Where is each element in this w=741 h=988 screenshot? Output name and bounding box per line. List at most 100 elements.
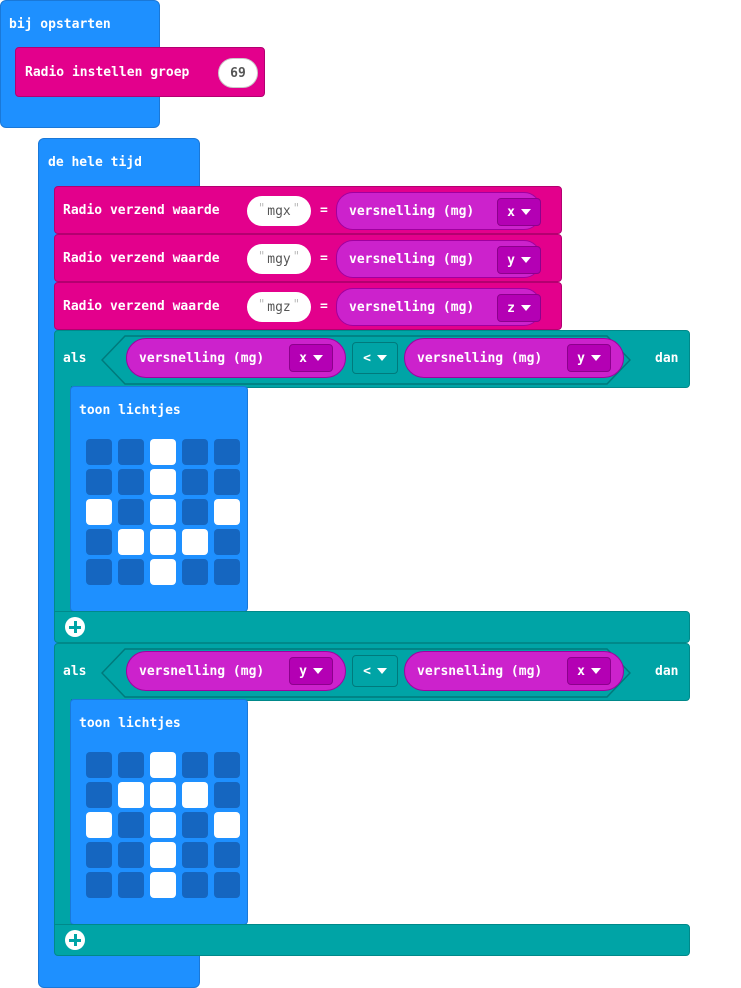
led-cell[interactable] [86,872,112,898]
equals-sign: = [320,203,328,218]
if-block-footer[interactable] [54,924,690,956]
send-name-input[interactable]: "mgx" [247,196,311,226]
led-cell[interactable] [118,439,144,465]
led-cell[interactable] [150,782,176,808]
led-cell[interactable] [182,812,208,838]
acceleration-reporter-left[interactable]: versnelling (mg) y [126,651,346,691]
led-cell[interactable] [150,842,176,868]
show-leds-block[interactable]: toon lichtjes [70,699,248,925]
acceleration-label: versnelling (mg) [139,350,265,366]
acceleration-reporter[interactable]: versnelling (mg) y [336,240,541,278]
led-cell[interactable] [214,529,240,555]
led-cell[interactable] [86,529,112,555]
operator-dropdown[interactable]: < [352,342,398,374]
axis-dropdown[interactable]: y [497,246,541,274]
led-cell[interactable] [182,439,208,465]
led-cell[interactable] [86,812,112,838]
operator-dropdown[interactable]: < [352,655,398,687]
axis-dropdown[interactable]: x [497,198,541,226]
send-name-text: mgz [267,299,291,315]
acceleration-label: versnelling (mg) [349,251,475,267]
led-cell[interactable] [214,439,240,465]
if-label: als [63,351,87,366]
plus-circle-icon[interactable] [65,930,85,950]
led-grid[interactable] [86,752,242,908]
led-cell[interactable] [182,469,208,495]
led-cell[interactable] [182,752,208,778]
led-cell[interactable] [150,752,176,778]
axis-value: y [507,252,515,268]
acceleration-reporter-left[interactable]: versnelling (mg) x [126,338,346,378]
led-cell[interactable] [118,469,144,495]
led-cell[interactable] [118,499,144,525]
led-cell[interactable] [182,842,208,868]
plus-circle-icon[interactable] [65,617,85,637]
axis-dropdown[interactable]: x [567,657,611,685]
led-cell[interactable] [118,529,144,555]
axis-value: x [577,663,585,679]
led-cell[interactable] [86,842,112,868]
radio-send-value-block[interactable]: Radio verzend waarde "mgz" = versnelling… [54,282,562,330]
led-cell[interactable] [182,782,208,808]
forever-label: de hele tijd [48,155,142,170]
led-cell[interactable] [214,812,240,838]
led-cell[interactable] [118,812,144,838]
led-cell[interactable] [150,559,176,585]
axis-dropdown[interactable]: y [289,657,333,685]
led-cell[interactable] [182,529,208,555]
if-block-footer[interactable] [54,611,690,643]
led-cell[interactable] [150,872,176,898]
led-cell[interactable] [118,559,144,585]
axis-value: x [507,204,515,220]
acceleration-reporter-right[interactable]: versnelling (mg) y [404,338,624,378]
radio-send-value-block[interactable]: Radio verzend waarde "mgy" = versnelling… [54,234,562,282]
led-cell[interactable] [118,872,144,898]
led-grid[interactable] [86,439,242,595]
send-name-input[interactable]: "mgz" [247,292,311,322]
acceleration-reporter-right[interactable]: versnelling (mg) x [404,651,624,691]
led-cell[interactable] [86,559,112,585]
radio-group-number-input[interactable]: 69 [218,58,258,88]
axis-dropdown[interactable]: y [567,344,611,372]
acceleration-reporter[interactable]: versnelling (mg) z [336,288,541,326]
quote-open: " [258,249,266,263]
led-cell[interactable] [182,872,208,898]
triangle-down-icon [312,668,323,674]
led-cell[interactable] [150,812,176,838]
acceleration-label: versnelling (mg) [139,663,265,679]
axis-dropdown[interactable]: x [289,344,333,372]
led-cell[interactable] [118,752,144,778]
led-cell[interactable] [214,559,240,585]
acceleration-label: versnelling (mg) [349,203,475,219]
led-cell[interactable] [214,842,240,868]
led-cell[interactable] [150,499,176,525]
led-cell[interactable] [182,499,208,525]
acceleration-label: versnelling (mg) [417,663,543,679]
led-cell[interactable] [214,499,240,525]
led-cell[interactable] [150,529,176,555]
axis-value: z [507,300,515,316]
axis-dropdown[interactable]: z [497,294,541,322]
led-cell[interactable] [118,842,144,868]
send-name-input[interactable]: "mgy" [247,244,311,274]
led-cell[interactable] [214,872,240,898]
show-leds-block[interactable]: toon lichtjes [70,386,248,612]
led-cell[interactable] [214,782,240,808]
led-cell[interactable] [118,782,144,808]
led-cell[interactable] [150,469,176,495]
then-label: dan [655,664,679,679]
radio-send-value-block[interactable]: Radio verzend waarde "mgx" = versnelling… [54,186,562,234]
acceleration-reporter[interactable]: versnelling (mg) x [336,192,541,230]
triangle-down-icon [376,668,387,674]
led-cell[interactable] [214,469,240,495]
led-cell[interactable] [86,752,112,778]
radio-set-group-block[interactable]: Radio instellen groep 69 [15,47,265,97]
led-cell[interactable] [182,559,208,585]
led-cell[interactable] [86,439,112,465]
led-cell[interactable] [86,469,112,495]
led-cell[interactable] [86,499,112,525]
radio-send-value-label: Radio verzend waarde [63,299,220,314]
led-cell[interactable] [150,439,176,465]
led-cell[interactable] [214,752,240,778]
led-cell[interactable] [86,782,112,808]
